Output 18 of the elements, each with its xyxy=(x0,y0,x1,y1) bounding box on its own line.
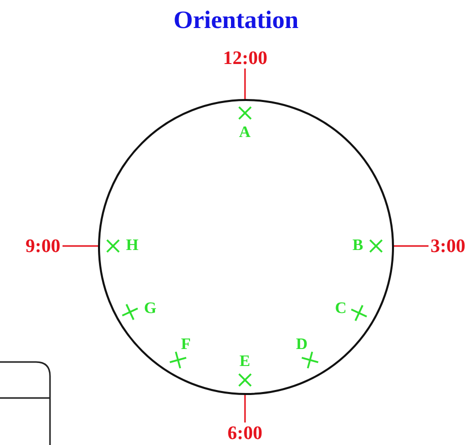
tick-line xyxy=(244,393,246,422)
clock-circle xyxy=(98,99,394,395)
tick-line xyxy=(62,245,98,247)
point-letter: H xyxy=(126,238,138,254)
point-letter: D xyxy=(296,337,308,353)
clock-hour-label: 3:00 xyxy=(430,236,466,256)
point-letter: F xyxy=(181,337,191,353)
point-letter: E xyxy=(240,354,250,370)
point-letter: G xyxy=(144,301,156,317)
clock-hour-label: 6:00 xyxy=(228,424,262,442)
tick-line xyxy=(392,245,428,247)
point-letter: C xyxy=(335,301,347,317)
point-letter: A xyxy=(239,125,251,141)
diagram-title: Orientation xyxy=(172,8,300,33)
tick-line xyxy=(244,68,246,99)
point-letter: B xyxy=(352,238,364,254)
clock-hour-label: 9:00 xyxy=(26,236,60,256)
clock-hour-label: 12:00 xyxy=(223,48,268,68)
